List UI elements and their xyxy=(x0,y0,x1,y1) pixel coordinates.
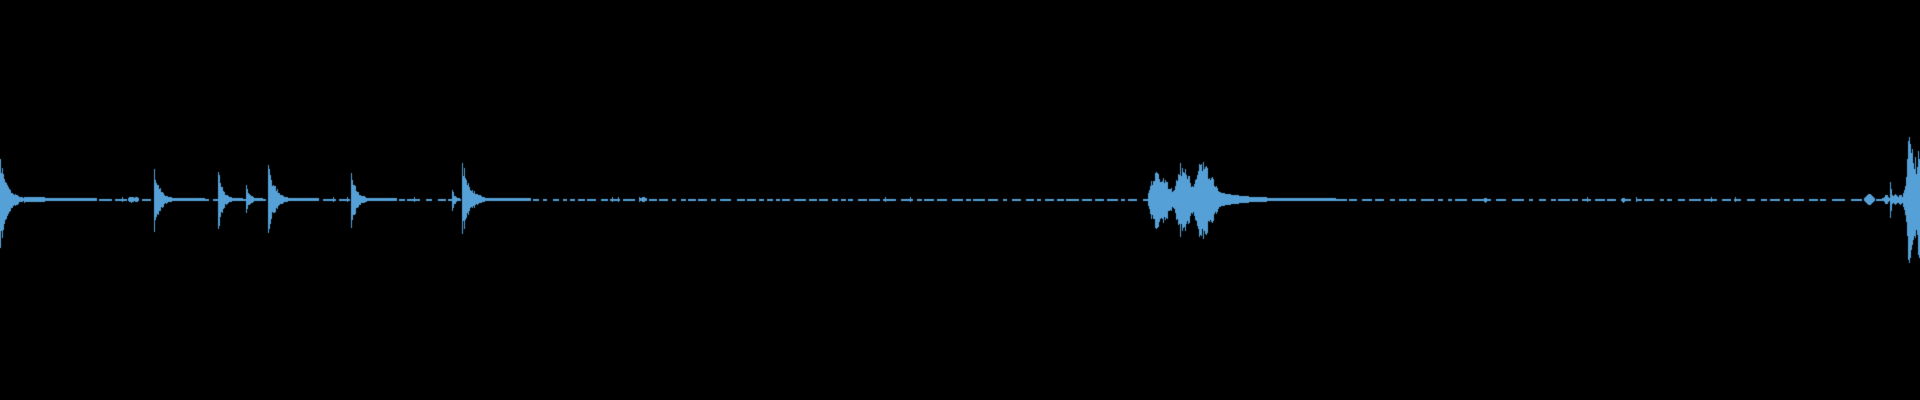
waveform-display xyxy=(0,0,1920,400)
audio-waveform-canvas xyxy=(0,0,1920,400)
